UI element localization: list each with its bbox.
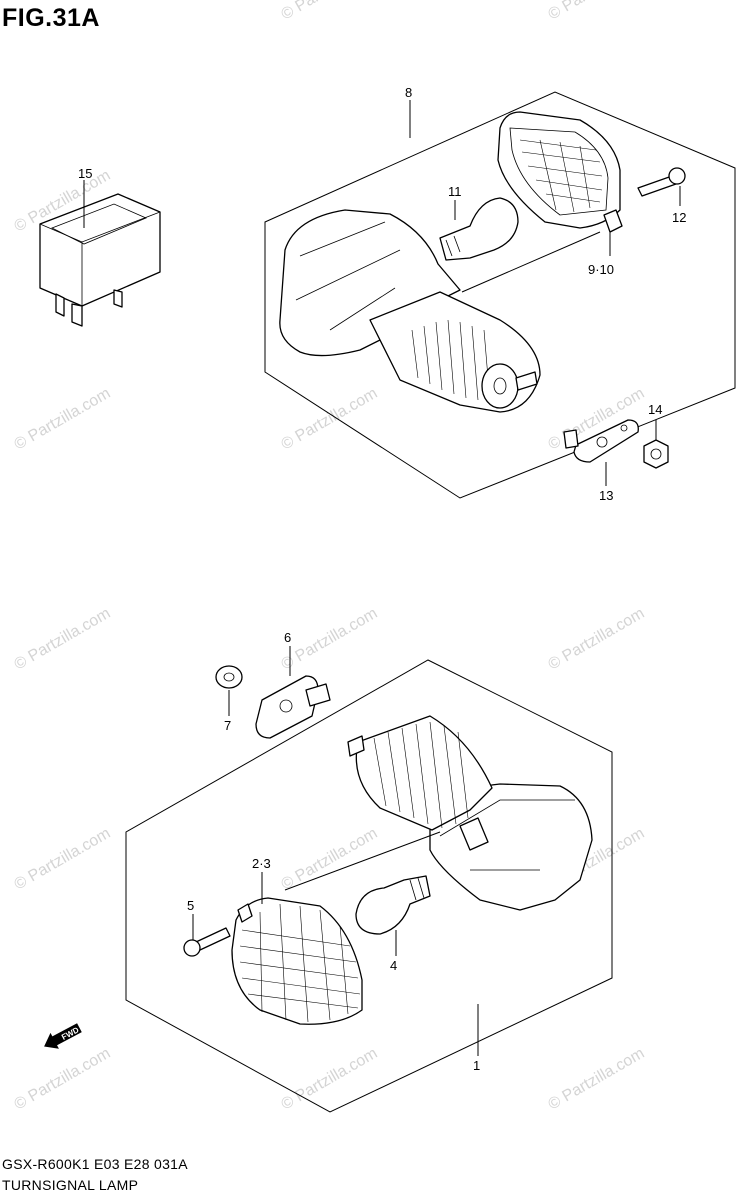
watermark: © Partzilla.com: [12, 1045, 114, 1114]
washer-part-7: [215, 665, 243, 716]
callout-2-3: 2·3: [252, 856, 271, 871]
watermark: © Partzilla.com: [279, 1045, 381, 1114]
relay-part-15: [39, 180, 161, 327]
callout-14: 14: [648, 402, 662, 417]
callout-1: 1: [473, 1058, 480, 1073]
watermark: © Partzilla.com: [279, 825, 381, 894]
section-name: TURNSIGNAL LAMP: [2, 1177, 139, 1193]
callout-12: 12: [672, 210, 686, 225]
callout-4: 4: [390, 958, 397, 973]
model-code: GSX-R600K1 E03 E28 031A: [2, 1156, 188, 1172]
watermark: © Partzilla.com: [279, 605, 381, 674]
bracket-part-6: [255, 646, 331, 739]
forward-direction-arrow-icon: FWD: [44, 1023, 82, 1049]
figure-title: FIG.31A: [2, 4, 100, 32]
rear-turnsignal-assembly-part-1: [125, 659, 613, 1113]
watermark: © Partzilla.com: [279, 0, 381, 23]
callout-8: 8: [405, 85, 412, 100]
assembly-outline-box: [125, 659, 613, 1113]
callout-9-10: 9·10: [588, 262, 614, 277]
callout-11: 11: [448, 184, 462, 199]
callout-5: 5: [187, 898, 194, 913]
watermark: © Partzilla.com: [546, 0, 648, 23]
watermark: © Partzilla.com: [279, 385, 381, 454]
watermark: © Partzilla.com: [12, 605, 114, 674]
bracket-part-13: [563, 419, 639, 486]
front-turnsignal-assembly-part-8: [264, 91, 736, 499]
callout-7: 7: [224, 718, 231, 733]
watermark: © Partzilla.com: [12, 825, 114, 894]
watermark: © Partzilla.com: [546, 605, 648, 674]
callout-15: 15: [78, 166, 92, 181]
callout-13: 13: [599, 488, 613, 503]
nut-part-14: [643, 420, 669, 469]
callout-labels: 15 8 11 9·10 12 14 13 6 7 2·3 5 4 1: [78, 85, 686, 1073]
watermark: © Partzilla.com: [12, 385, 114, 454]
watermark: © Partzilla.com: [546, 1045, 648, 1114]
assembly-outline-box: [264, 91, 736, 499]
callout-6: 6: [284, 630, 291, 645]
